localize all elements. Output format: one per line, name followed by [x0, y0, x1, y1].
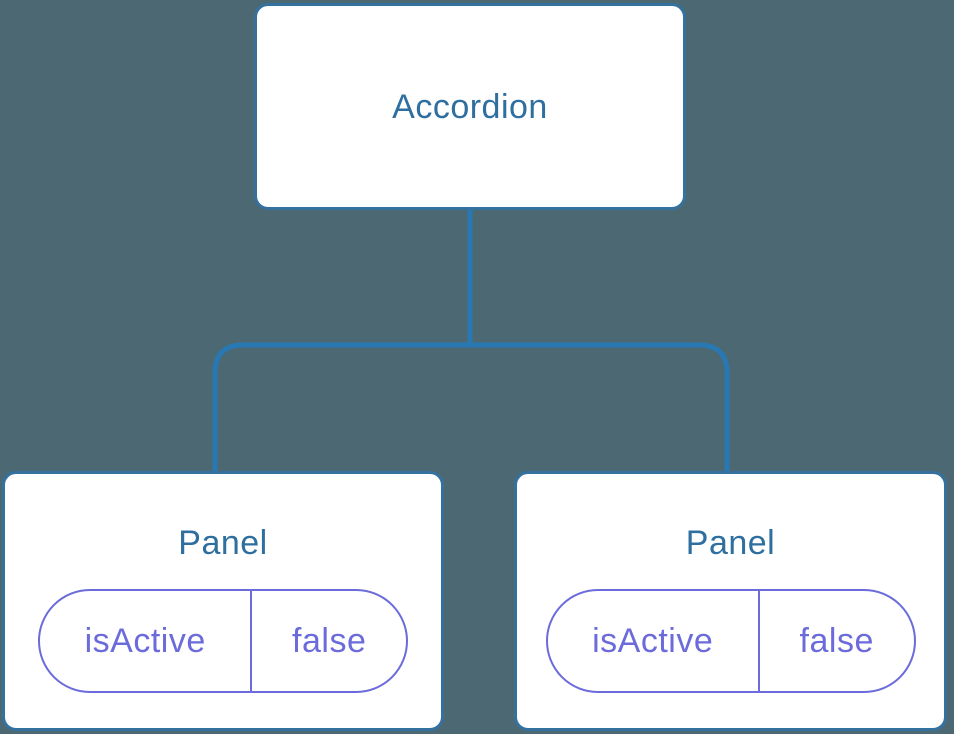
panel-node-left: Panel isActive false	[2, 471, 444, 731]
children-bracket-line	[212, 342, 730, 473]
state-value: false	[799, 621, 874, 660]
state-key: isActive	[548, 591, 760, 691]
state-value: false	[292, 621, 367, 660]
panel-node-label: Panel	[178, 524, 268, 562]
accordion-node: Accordion	[254, 3, 686, 210]
panel-node-label: Panel	[685, 524, 776, 562]
state-pill: isActive false	[38, 589, 408, 693]
panel-node-right: Panel isActive false	[514, 471, 947, 731]
accordion-node-label: Accordion	[392, 87, 548, 126]
state-key: isActive	[40, 591, 253, 691]
state-pill: isActive false	[545, 589, 916, 693]
